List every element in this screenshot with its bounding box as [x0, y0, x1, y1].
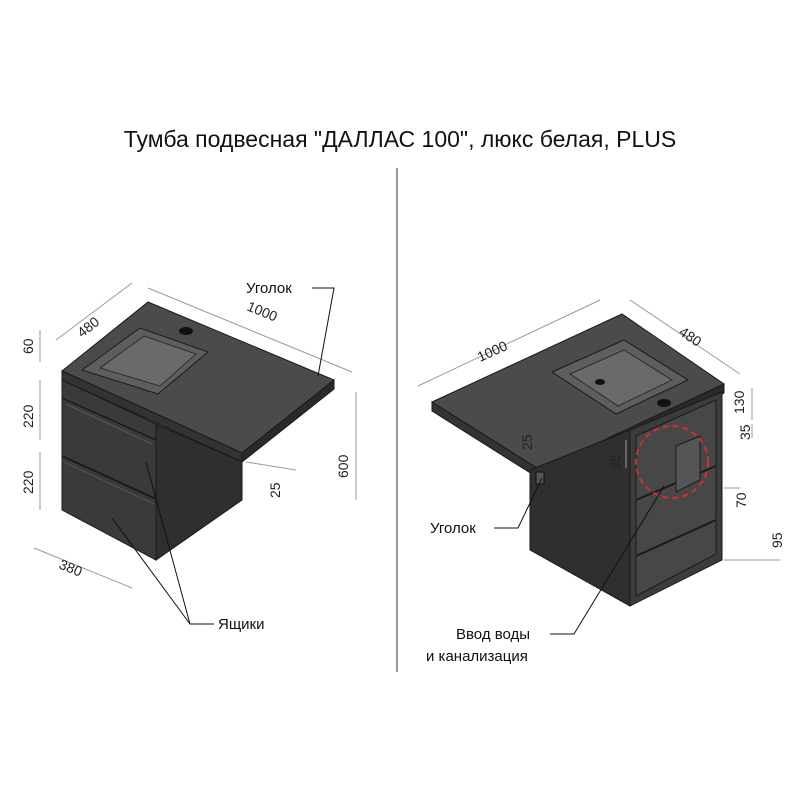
left-dim-top-thickness: 60	[20, 338, 36, 354]
left-dim-width: 1000	[245, 298, 280, 325]
right-dim-offset-c: 95	[769, 532, 785, 548]
right-inlet-label-line1: Ввод воды	[456, 626, 530, 643]
left-faucet-hole	[179, 327, 193, 335]
page-title: Тумба подвесная "ДАЛЛАС 100", люкс белая…	[123, 126, 677, 152]
left-dim-body-width: 380	[57, 556, 85, 580]
right-drain-hole	[595, 379, 605, 385]
right-dim-height-top: 130	[731, 390, 747, 414]
right-dim-inlet: 95	[607, 454, 623, 470]
left-dim-depth: 480	[74, 313, 102, 340]
right-dim-depth: 480	[676, 323, 704, 349]
left-corner-leader	[312, 287, 335, 377]
left-dim-height: 600	[335, 454, 351, 478]
left-drawers-leader-2	[111, 517, 191, 625]
left-drawer-gap	[63, 461, 155, 505]
left-drawer-handle-upper	[65, 403, 153, 445]
left-dim-drawer-lower: 220	[20, 470, 36, 494]
right-faucet-hole	[657, 399, 671, 407]
left-countertop-side	[241, 378, 335, 464]
right-corner-bracket	[535, 471, 545, 485]
right-corner-label: Уголок	[430, 520, 476, 537]
right-inlet-label-line2: и канализация	[426, 648, 528, 665]
right-sink-inner	[569, 349, 673, 407]
right-plumbing-box	[675, 435, 701, 493]
left-corner-label: Уголок	[246, 280, 292, 297]
left-dim-drawer-upper: 220	[20, 404, 36, 428]
right-inner-shelf-lower	[635, 519, 717, 557]
right-dim-offset-b: 70	[733, 492, 749, 508]
left-view: 480 1000 60 220 220 380 600 25 Уголок Ящ…	[20, 280, 357, 633]
right-dim-offset-a: 35	[737, 424, 753, 440]
left-drawer-split	[61, 455, 157, 500]
right-corner-leader	[494, 477, 543, 529]
left-drawers-label: Ящики	[218, 616, 265, 633]
right-dim-shelf-thickness: 25	[519, 434, 535, 450]
left-sink-inner	[99, 335, 197, 387]
inlet-highlight-circle	[635, 425, 709, 499]
left-cabinet-side	[155, 423, 243, 561]
left-drawer-upper-edge	[61, 397, 157, 441]
right-view: 1000 480 130 35 70 95 95 25 Уголок Ввод …	[417, 299, 785, 665]
right-inlet-leader	[550, 485, 665, 635]
left-dim-shelf-thickness: 25	[267, 482, 283, 498]
right-dim-width: 1000	[475, 337, 510, 364]
